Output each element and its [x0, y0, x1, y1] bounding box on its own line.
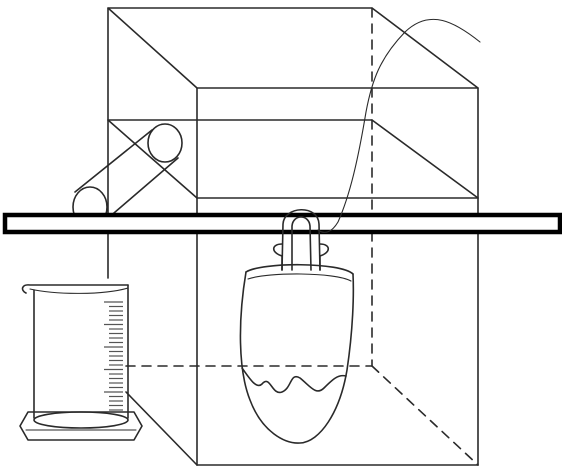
tube-inner-opening [147, 123, 183, 163]
container-left-bottom-edge [125, 391, 198, 466]
outer-container [107, 7, 479, 466]
shelf-right-edge [371, 119, 479, 199]
pot-liquid-surface [241, 367, 347, 394]
pot-rim-lower [247, 273, 352, 282]
shelf-left-edge [107, 119, 198, 199]
inner-shelf [107, 119, 479, 199]
pot-right-ear [319, 243, 330, 257]
pot-rim [245, 263, 354, 275]
beaker-bottom [33, 411, 129, 429]
pot-handle-outer [281, 209, 321, 271]
beaker-graduation-scale [104, 301, 123, 411]
overflow-tube [72, 123, 183, 228]
container-right-bottom-edge-hidden [371, 365, 479, 466]
tube-top-edge [74, 129, 153, 193]
lifting-string [317, 18, 481, 233]
pot-body [239, 271, 355, 444]
graduated-beaker [19, 284, 143, 441]
container-top-face [107, 7, 479, 89]
beaker-rim-back [29, 287, 129, 294]
pot-handle-inner [291, 216, 312, 271]
pot-left-ear [272, 243, 283, 257]
immersed-pot [239, 209, 355, 444]
beaker-spout [21, 284, 129, 294]
beaker-hex-base [19, 411, 143, 441]
